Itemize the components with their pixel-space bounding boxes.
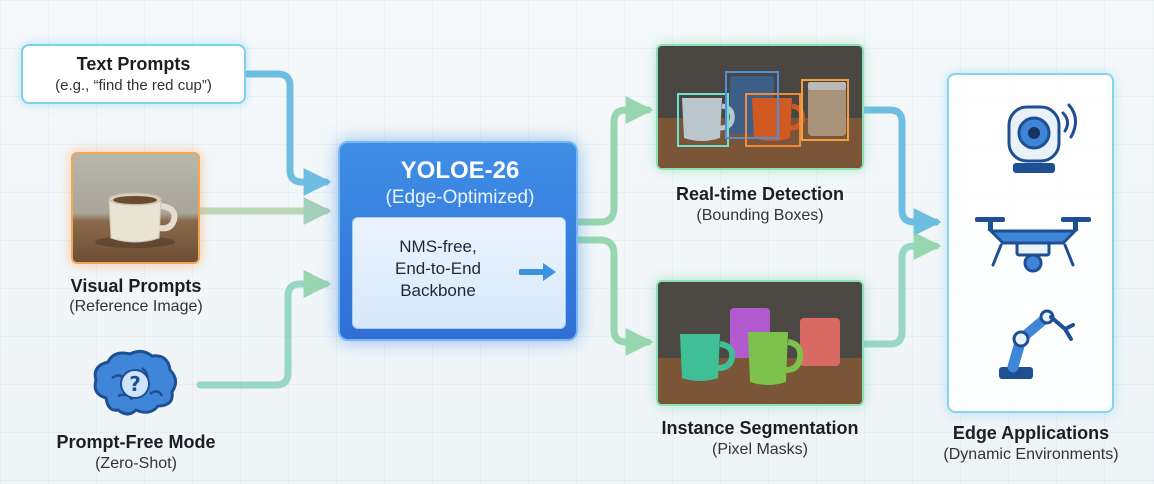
arrow-model-to-segmentation — [574, 236, 654, 356]
text-prompts-title: Text Prompts — [76, 54, 191, 74]
segmentation-subtitle: (Pixel Masks) — [711, 441, 808, 458]
edge-applications-panel — [947, 73, 1114, 413]
arrow-model-to-detection — [574, 96, 654, 226]
prompt-free-subtitle: (Zero-Shot) — [95, 455, 177, 472]
text-prompts-subtitle: (e.g., “find the red cup”) — [55, 77, 212, 94]
drone-icon — [975, 217, 1091, 273]
segmentation-image — [656, 280, 864, 406]
segmentation-scene — [658, 282, 862, 404]
arrow-segmentation-to-edge — [860, 232, 942, 348]
backbone-text: NMS-free, End-to-End Backbone — [395, 237, 481, 300]
backbone-box: NMS-free, End-to-End Backbone — [352, 217, 566, 329]
detection-subtitle: (Bounding Boxes) — [696, 207, 824, 224]
detection-scene — [658, 46, 862, 168]
cup-photo-icon — [95, 192, 178, 248]
security-camera-icon — [1007, 103, 1077, 173]
model-title: YOLOE-26 — [400, 157, 520, 184]
reference-cup-image — [71, 152, 200, 264]
detection-title: Real-time Detection — [675, 184, 845, 204]
visual-prompts-title: Visual Prompts — [70, 276, 202, 296]
prompt-free-title: Prompt-Free Mode — [56, 432, 216, 452]
edge-subtitle: (Dynamic Environments) — [943, 446, 1119, 463]
brain-question-icon: ? — [88, 348, 180, 422]
arrow-promptfree-to-model — [196, 270, 332, 389]
visual-prompts-subtitle: (Reference Image) — [69, 298, 203, 315]
model-subtitle: (Edge-Optimized) — [385, 187, 535, 208]
detection-image — [656, 44, 864, 170]
svg-text:?: ? — [129, 372, 141, 396]
edge-title: Edge Applications — [952, 423, 1110, 443]
yoloe-model-box: YOLOE-26 (Edge-Optimized) NMS-free, End-… — [338, 141, 578, 341]
robot-arm-icon — [999, 309, 1075, 379]
segmentation-title: Instance Segmentation — [661, 418, 859, 438]
arrow-detection-to-edge — [860, 106, 942, 236]
arrow-text-to-model — [242, 70, 332, 196]
text-prompts-box: Text Prompts (e.g., “find the red cup”) — [21, 44, 246, 104]
arrow-right-icon — [519, 263, 556, 281]
